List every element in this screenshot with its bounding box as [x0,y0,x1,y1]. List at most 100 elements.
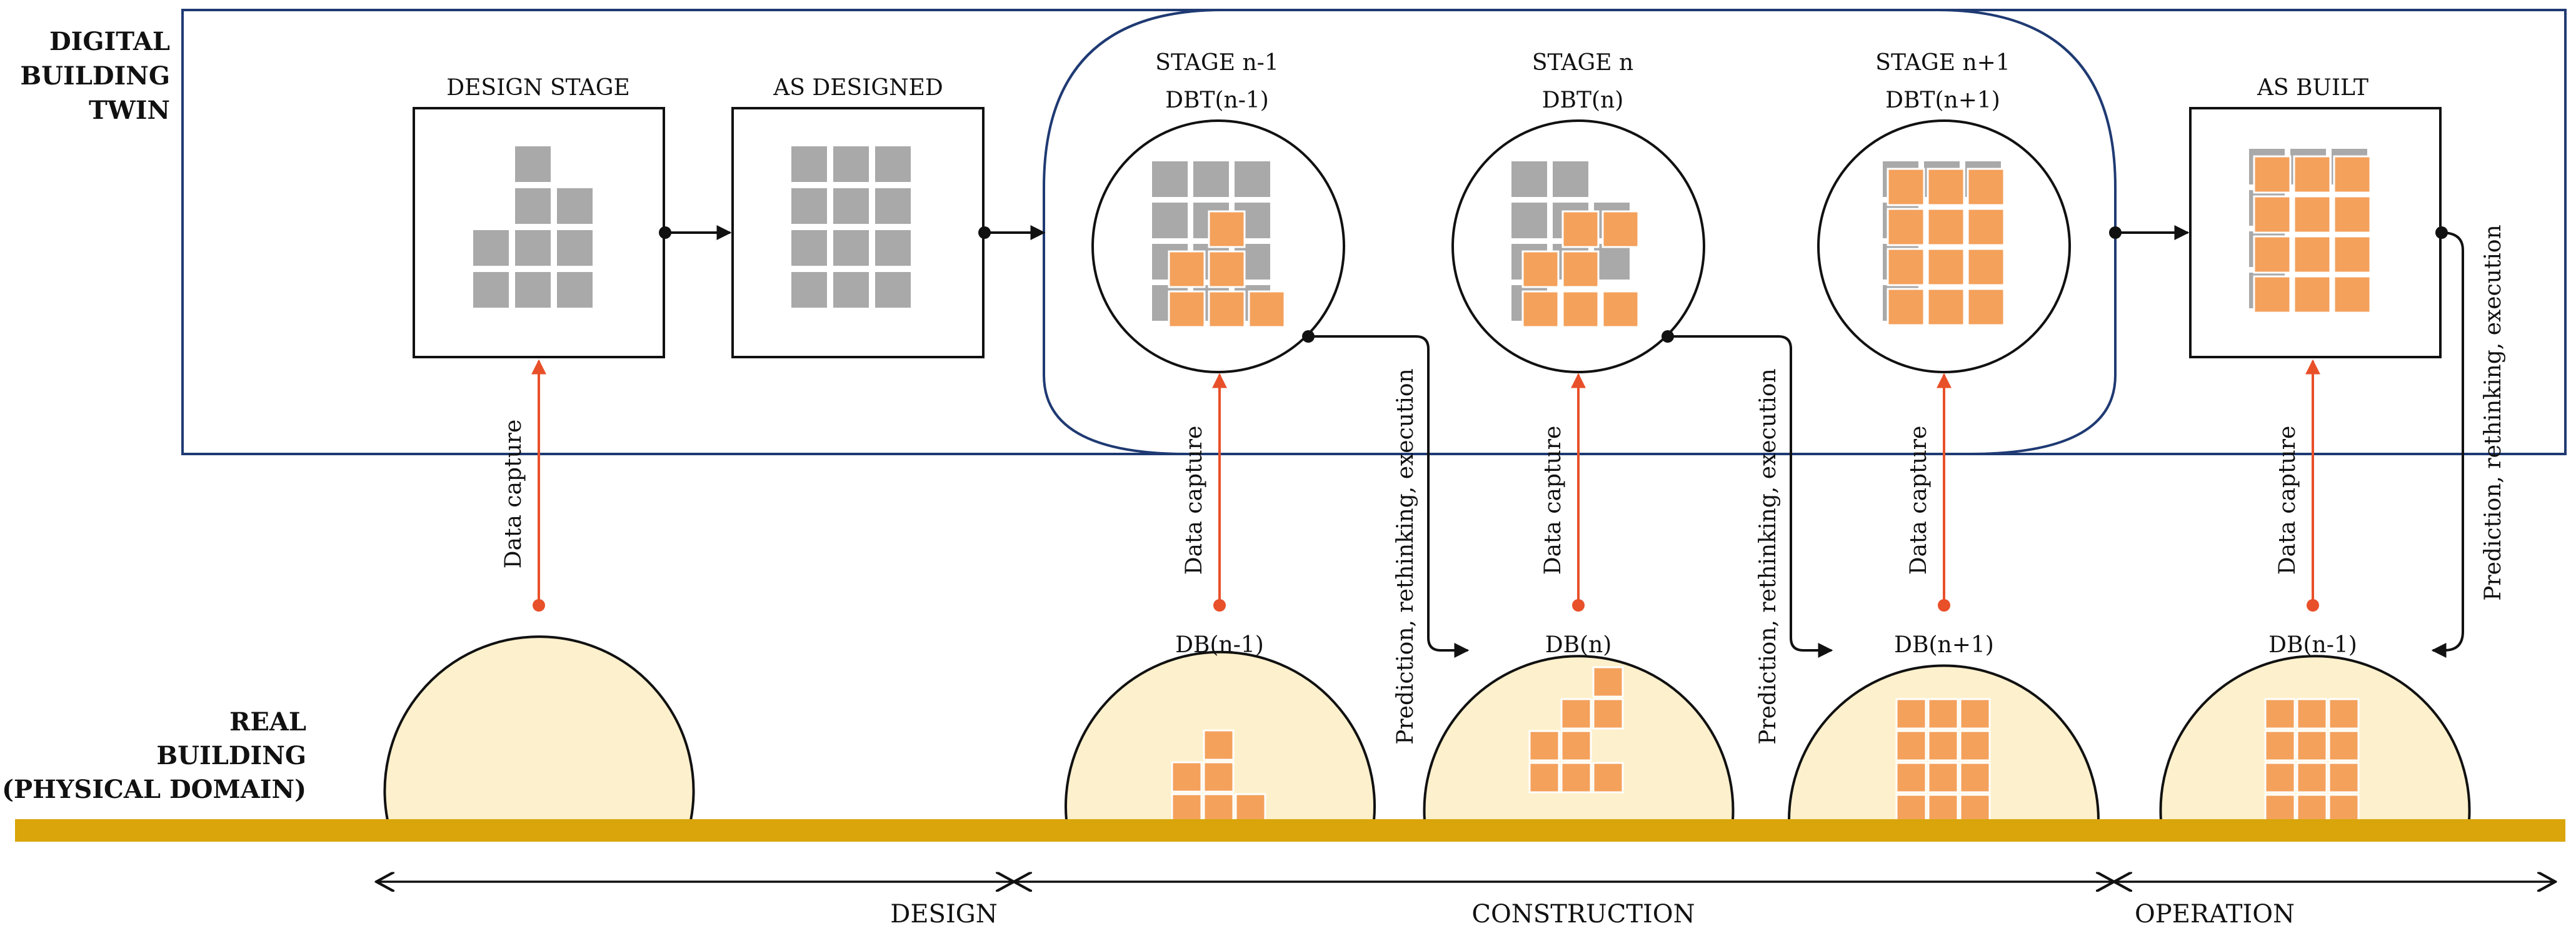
built-block [2293,235,2332,274]
built-block [1208,290,1246,328]
built-block [2293,275,2332,314]
built-block [1927,208,1965,246]
built-block [1560,762,1592,794]
physical-building-n-plus-1: DB(n+1) [1788,632,2100,825]
built-block [1561,210,1600,248]
model-blocks [1152,161,1286,328]
built-block [1592,698,1624,730]
built-block [1895,698,1927,730]
stage-as-built: AS BUILT [2189,75,2442,358]
model-block [791,272,827,308]
built-block [2293,195,2332,234]
built-block [2253,155,2292,194]
data-capture-n: Data capture [1540,373,1586,612]
built-block [1967,208,2005,246]
built-block [1959,762,1991,794]
stage-title: AS BUILT [2257,75,2368,101]
model-block [1511,161,1547,197]
model-blocks [473,146,593,308]
phase-label-operation: OPERATION [2135,900,2295,929]
built-block [1171,793,1203,825]
built-block [1927,248,1965,286]
built-block [1927,730,1959,762]
stage-n-minus-1: STAGE n-1 DBT(n-1) [1091,50,1345,373]
feedback-origin-dot [1661,330,1674,343]
built-block [1528,730,1560,762]
built-block [2293,155,2332,194]
built-block [2296,762,2328,794]
stage-title: DESIGN STAGE [446,75,629,101]
digital-domain-label: DIGITAL BUILDING TWIN [20,27,170,125]
data-capture-operation: Data capture [2275,359,2320,612]
ground-line [15,819,2565,842]
built-block [1528,762,1560,794]
capture-origin-dot [1938,599,1950,612]
built-block [1967,288,2005,326]
stage-n: STAGE n DBT(n) [1451,50,1705,373]
built-block [2333,235,2372,274]
stage-design: DESIGN STAGE [413,75,665,358]
capture-origin-dot [1572,599,1585,612]
digital-label-line-3: TWIN [89,96,170,125]
built-block [2328,762,2360,794]
building-label: DB(n+1) [1894,632,1994,658]
data-capture-n-plus-1: Data capture [1906,373,1952,612]
stage-title: STAGE n [1532,50,1633,76]
real-label-line-1: REAL [229,707,306,737]
capture-origin-dot [1213,599,1226,612]
built-block [1601,290,1640,328]
feedback-label: Prediction, rethinking, execution [1755,368,1781,745]
building-dome [383,635,695,821]
built-block [2253,195,2292,234]
model-blocks [791,146,911,308]
building-label: DB(n) [1545,632,1612,658]
feedback-origin-dot [2435,226,2448,239]
real-building-domain: REAL BUILDING (PHYSICAL DOMAIN) DB(n-1) … [2,632,2565,842]
model-block [833,146,869,182]
model-block [557,272,593,308]
built-block [1887,288,1925,326]
built-block [1927,698,1959,730]
feedback-loops: Prediction, rethinking, execution Predic… [1302,224,2506,745]
built-block [1887,168,1925,206]
model-block [515,230,551,266]
built-block [1967,248,2005,286]
feedback-label: Prediction, rethinking, execution [1393,368,1418,745]
stage-circle [1817,119,2071,373]
digital-label-line-1: DIGITAL [49,27,170,56]
built-block [1895,730,1927,762]
data-capture-label: Data capture [1906,426,1932,575]
built-block [1560,698,1592,730]
built-block [2253,235,2292,274]
built-block [2253,275,2292,314]
stage-as-designed: AS DESIGNED [731,75,985,358]
built-block [1203,761,1235,793]
arrow-origin-dot [659,226,671,239]
built-block [1959,730,1991,762]
model-block [833,230,869,266]
built-block [1521,290,1560,328]
feedback-label: Prediction, rethinking, execution [2480,224,2506,601]
stage-title: AS DESIGNED [773,75,943,101]
data-capture-n-minus-1: Data capture [1181,373,1227,612]
arrow-origin-dot [978,226,991,239]
built-block [2264,698,2296,730]
data-capture-arrows: Data capture Data capture Data capture D… [501,359,2320,612]
model-block [791,146,827,182]
model-block [1594,244,1630,280]
model-block [875,146,911,182]
model-block [875,230,911,266]
model-block [1152,203,1188,238]
model-block [1235,161,1270,197]
stage-model-id: DBT(n) [1542,88,1624,113]
data-capture-label: Data capture [1540,426,1566,575]
built-block [1168,290,1206,328]
model-block [875,188,911,224]
physical-building-design [383,635,695,821]
building-label: DB(n-1) [1175,632,1264,658]
model-block [791,188,827,224]
built-block [1967,168,2005,206]
feedback-arrow-1 [1308,335,1470,658]
built-block [1927,762,1959,794]
model-block [1511,203,1547,238]
